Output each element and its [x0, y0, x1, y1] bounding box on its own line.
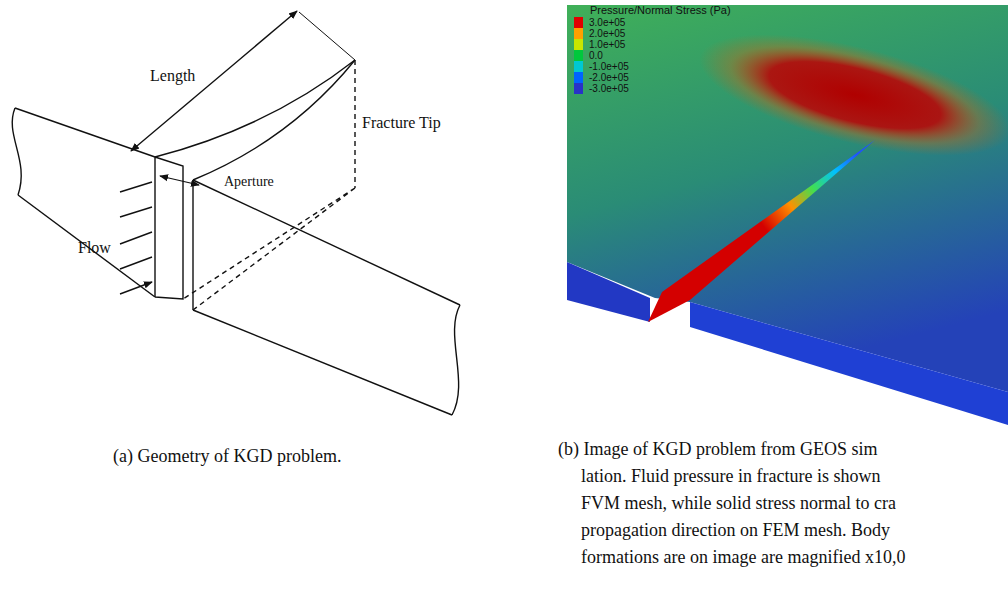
- subfigure-caption: (a) Geometry of KGD problem.: [113, 447, 341, 465]
- colorbar-tick: 2.0e+05: [589, 28, 625, 39]
- left-block-edge: [12, 108, 21, 195]
- part-label: Flow: [78, 240, 111, 256]
- right-block-edge: [452, 305, 460, 415]
- colorbar-tick: 1.0e+05: [589, 39, 625, 50]
- colorbar-swatch: [574, 83, 583, 94]
- colorbar-swatch: [574, 39, 583, 50]
- stress-concentration: [688, 10, 1008, 181]
- right-block-bottom: [193, 310, 452, 415]
- part-label: Fracture Tip: [362, 115, 441, 131]
- right-block-face: [192, 180, 193, 310]
- aperture-dimension: [160, 176, 199, 185]
- left-block-bottom: [18, 195, 155, 297]
- colorbar-swatch: [574, 50, 583, 61]
- colorbar-tick: -2.0e+05: [589, 72, 629, 83]
- colorbar-swatch: [574, 28, 583, 39]
- left-block-top: [15, 108, 155, 157]
- colorbar-swatch: [574, 61, 583, 72]
- kgd-geometry: [12, 11, 460, 415]
- dimension-label: Length: [150, 68, 195, 84]
- right-slab: [690, 302, 1008, 425]
- colorbar-tick: -3.0e+05: [589, 83, 629, 94]
- colorbar-swatch: [574, 17, 583, 28]
- colorbar-tick: -1.0e+05: [589, 61, 629, 72]
- colorbar-tick: 0.0: [589, 50, 603, 61]
- length-dimension: [131, 11, 297, 151]
- fracture-fin: [648, 140, 875, 322]
- subfigure-caption: formations are on image are magnified x1…: [581, 548, 905, 566]
- subfigure-caption: (b) Image of KGD problem from GEOS sim: [558, 440, 877, 458]
- colorbar-title: Pressure/Normal Stress (Pa): [590, 5, 731, 16]
- subfigure-caption: lation. Fluid pressure in fracture is sh…: [581, 467, 880, 485]
- right-block-top: [193, 180, 460, 305]
- subfigure-caption: FVM mesh, while solid stress normal to c…: [581, 494, 896, 512]
- left-slab: [567, 262, 650, 322]
- hidden-edge: [183, 60, 355, 310]
- subfigure-caption: propagation direction on FEM mesh. Body: [581, 521, 890, 539]
- dimension-label: Aperture: [224, 175, 274, 189]
- simulation-image: [567, 5, 1008, 425]
- colorbar-swatch: [574, 72, 583, 83]
- flow-arrow: [120, 182, 152, 294]
- extension-line: [299, 12, 355, 60]
- colorbar-tick: 3.0e+05: [589, 17, 625, 28]
